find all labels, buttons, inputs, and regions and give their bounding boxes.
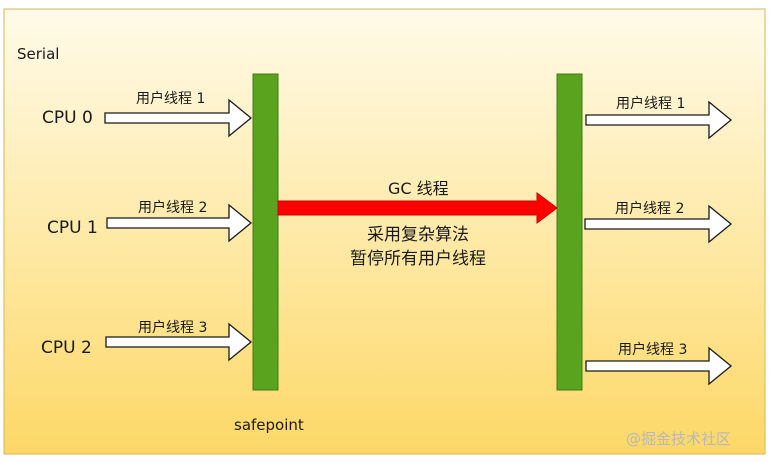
left-thread-label-1: 用户线程 1: [136, 91, 206, 107]
cpu-label-1: CPU 1: [47, 218, 98, 238]
left-safepoint-bar: [252, 73, 279, 391]
right-safepoint-bar: [556, 73, 583, 391]
cpu-label-2: CPU 2: [41, 338, 92, 358]
gc-note-line-2: 暂停所有用户线程: [350, 249, 486, 269]
right-thread-arrow-2: [584, 204, 733, 244]
safepoint-label: safepoint: [234, 416, 304, 434]
right-thread-arrow-1: [585, 100, 733, 140]
gc-thread-label: GC 线程: [388, 179, 449, 198]
gc-note-line-1: 采用复杂算法: [367, 225, 469, 245]
right-thread-arrow-3: [585, 346, 733, 386]
right-thread-label-3: 用户线程 3: [618, 342, 688, 358]
watermark: @掘金技术社区: [626, 430, 732, 448]
left-thread-arrow-1: [104, 98, 253, 138]
left-thread-arrow-3: [105, 322, 253, 362]
left-thread-label-3: 用户线程 3: [138, 320, 208, 336]
left-thread-arrow-2: [106, 203, 253, 243]
left-thread-label-2: 用户线程 2: [138, 200, 208, 216]
diagram-title: Serial: [17, 45, 60, 63]
right-thread-label-1: 用户线程 1: [616, 96, 686, 112]
cpu-label-0: CPU 0: [42, 108, 93, 128]
gc-thread-arrow: [277, 192, 558, 224]
right-thread-label-2: 用户线程 2: [615, 201, 685, 217]
diagram-background: [3, 8, 766, 455]
